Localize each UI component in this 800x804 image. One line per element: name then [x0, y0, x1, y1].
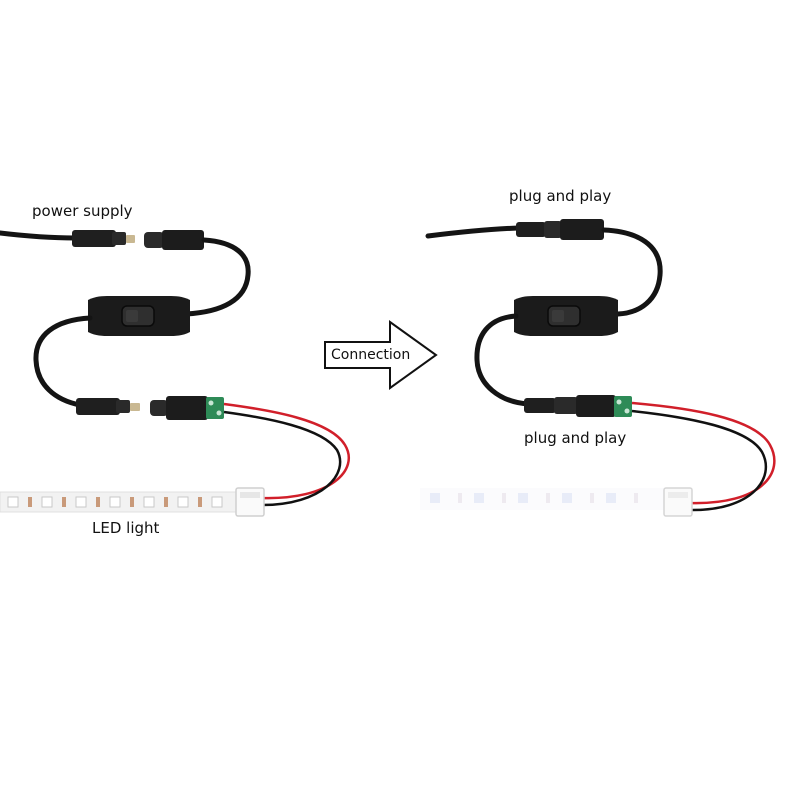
inline-rocker-switch-icon	[88, 296, 190, 336]
connected-black-wire	[631, 409, 768, 512]
switch-input-cable	[183, 237, 251, 317]
connected-red-wire	[631, 401, 776, 505]
faded-led-strip-icon	[420, 487, 693, 517]
left-assembly	[0, 230, 351, 517]
output-male-plug-icon	[76, 398, 140, 415]
label-plug-and-play-top: plug and play	[509, 187, 612, 205]
red-wire	[223, 402, 351, 500]
connected-switch-output-cable	[474, 313, 531, 407]
label-plug-and-play-bottom: plug and play	[524, 429, 627, 447]
led-strip-icon	[0, 487, 265, 517]
female-terminal-adapter-icon	[150, 396, 224, 420]
power-supply-cable	[0, 230, 78, 241]
label-connection: Connection	[331, 347, 411, 363]
right-assembly	[420, 219, 776, 517]
switch-output-cable	[33, 315, 93, 408]
male-dc-plug-icon	[72, 230, 135, 247]
black-wire	[223, 410, 342, 507]
label-power-supply: power supply	[32, 202, 133, 220]
joined-terminal-adapter-icon	[524, 395, 632, 417]
connected-switch-input-cable	[601, 227, 663, 317]
female-dc-socket-icon	[144, 230, 204, 250]
right-arrow-icon	[324, 320, 438, 390]
connected-inline-switch-icon	[514, 296, 618, 336]
led-chips	[7, 496, 223, 508]
joined-dc-connectors-icon	[516, 219, 604, 240]
label-led-light: LED light	[92, 519, 160, 537]
connected-power-cable	[425, 225, 521, 239]
